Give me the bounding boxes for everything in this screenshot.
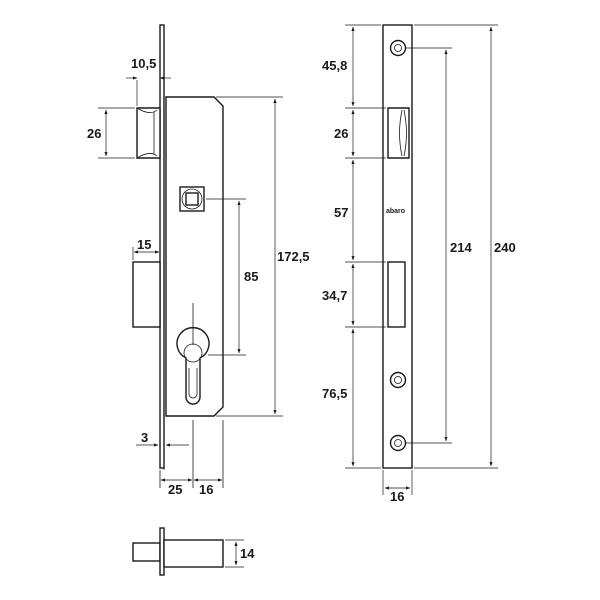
latch (136, 107, 161, 159)
dim-side-latch: 26 (334, 126, 348, 141)
bottom-view: 14 (132, 527, 255, 576)
dim-faceplate-thickness: 3 (141, 430, 148, 445)
cylinder-hole (176, 326, 210, 405)
dim-side-mid: 57 (334, 205, 348, 220)
brand-logo: abaro (386, 208, 405, 215)
dim-side-top: 45,8 (322, 58, 347, 73)
dim-faceplate-length: 240 (494, 240, 516, 255)
dim-backset: 25 (168, 482, 182, 497)
side-view: abaro 45,8 26 57 34,7 76,5 214 (322, 24, 516, 504)
faceplate (159, 24, 165, 469)
bolt-tongue-top (132, 542, 161, 562)
faceplate-front (382, 24, 413, 469)
spindle-ring (181, 188, 203, 210)
case-top (163, 539, 224, 568)
dim-case-height: 172,5 (277, 249, 310, 264)
front-view: 10,5 26 15 85 172,5 3 25 16 (87, 24, 310, 497)
dim-latch-depth: 10,5 (131, 56, 156, 71)
screw-hole-bottom (389, 434, 407, 452)
dim-bolt-depth: 15 (137, 237, 151, 252)
dim-screw-distance: 214 (450, 240, 472, 255)
dim-bolt-thickness: 14 (240, 546, 255, 561)
screw-hole-middle (389, 371, 407, 389)
dim-latch-height: 26 (87, 126, 101, 141)
deadbolt (132, 261, 161, 328)
dim-faceplate-width: 16 (390, 489, 404, 504)
dim-spindle-cylinder: 85 (244, 269, 258, 284)
dim-case-extra: 16 (199, 482, 213, 497)
latch-opening (387, 107, 410, 159)
dim-side-bottom-value: 76,5 (322, 386, 347, 401)
screw-hole-top (389, 39, 407, 57)
dim-side-bolt: 34,7 (322, 288, 347, 303)
spindle-hole-inner (185, 192, 199, 206)
bolt-opening (387, 261, 406, 328)
